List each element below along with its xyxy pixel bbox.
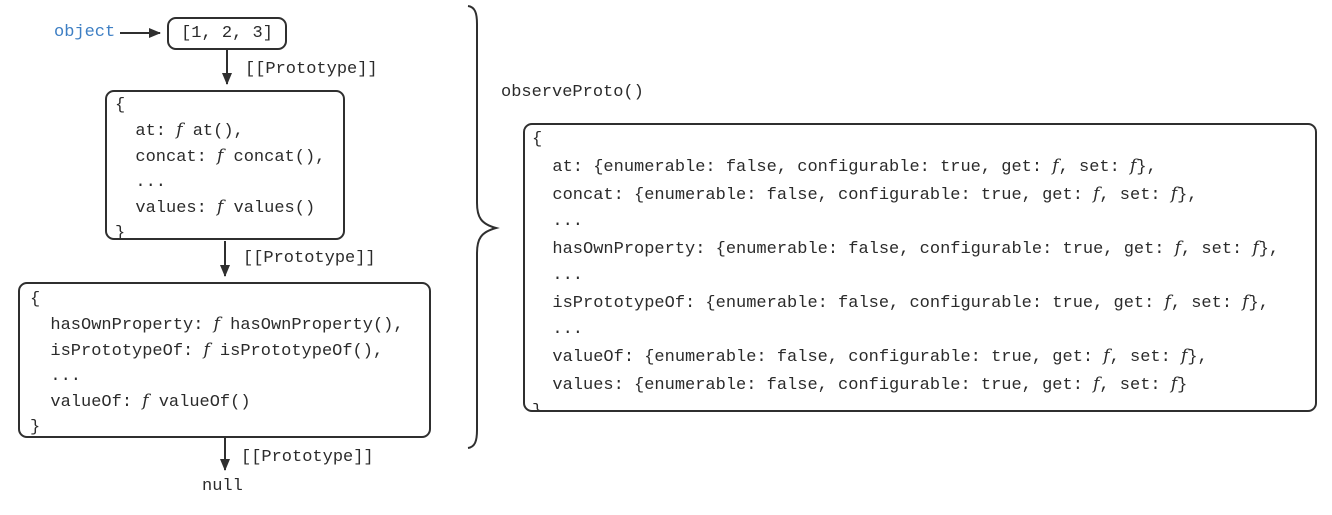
code-line: concat: f concat(),	[115, 146, 326, 167]
object-prototype-box: { hasOwnProperty: f hasOwnProperty(), is…	[18, 282, 431, 438]
code-line: valueOf: f valueOf()	[30, 391, 251, 412]
code-line: valueOf: {enumerable: false, configurabl…	[532, 346, 1208, 367]
code-line: {	[115, 96, 126, 115]
object-variable-label: object	[54, 23, 116, 42]
code-line: }	[532, 402, 543, 412]
array-value-box: [1, 2, 3]	[167, 17, 287, 50]
array-value-text: [1, 2, 3]	[181, 24, 273, 43]
prototype-edge-label-3: [[Prototype]]	[241, 448, 374, 467]
code-line: {	[532, 130, 543, 149]
code-line: isPrototypeOf: {enumerable: false, confi…	[532, 292, 1269, 313]
prototype-edge-label-2: [[Prototype]]	[243, 249, 376, 268]
code-line: ...	[532, 266, 584, 285]
code-line: at: f at(),	[115, 120, 244, 141]
code-line: }	[30, 418, 41, 437]
code-line: values: {enumerable: false, configurable…	[532, 374, 1188, 395]
code-line: ...	[532, 320, 584, 339]
group-brace	[467, 5, 500, 449]
code-line: ...	[30, 367, 82, 386]
observe-proto-result-box: { at: {enumerable: false, configurable: …	[523, 123, 1317, 412]
array-prototype-box: { at: f at(), concat: f concat(), ... va…	[105, 90, 345, 240]
code-line: hasOwnProperty: f hasOwnProperty(),	[30, 314, 404, 335]
null-label: null	[202, 477, 243, 496]
code-line: ...	[115, 173, 167, 192]
code-line: hasOwnProperty: {enumerable: false, conf…	[532, 238, 1280, 259]
code-line: ...	[532, 212, 584, 231]
code-line: isPrototypeOf: f isPrototypeOf(),	[30, 340, 384, 361]
prototype-edge-label-1: [[Prototype]]	[245, 60, 378, 79]
code-line: }	[115, 224, 126, 240]
code-line: {	[30, 290, 41, 309]
code-line: at: {enumerable: false, configurable: tr…	[532, 156, 1157, 177]
code-line: concat: {enumerable: false, configurable…	[532, 184, 1198, 205]
code-line: values: f values()	[115, 197, 316, 218]
observe-proto-title: observeProto()	[501, 83, 644, 102]
